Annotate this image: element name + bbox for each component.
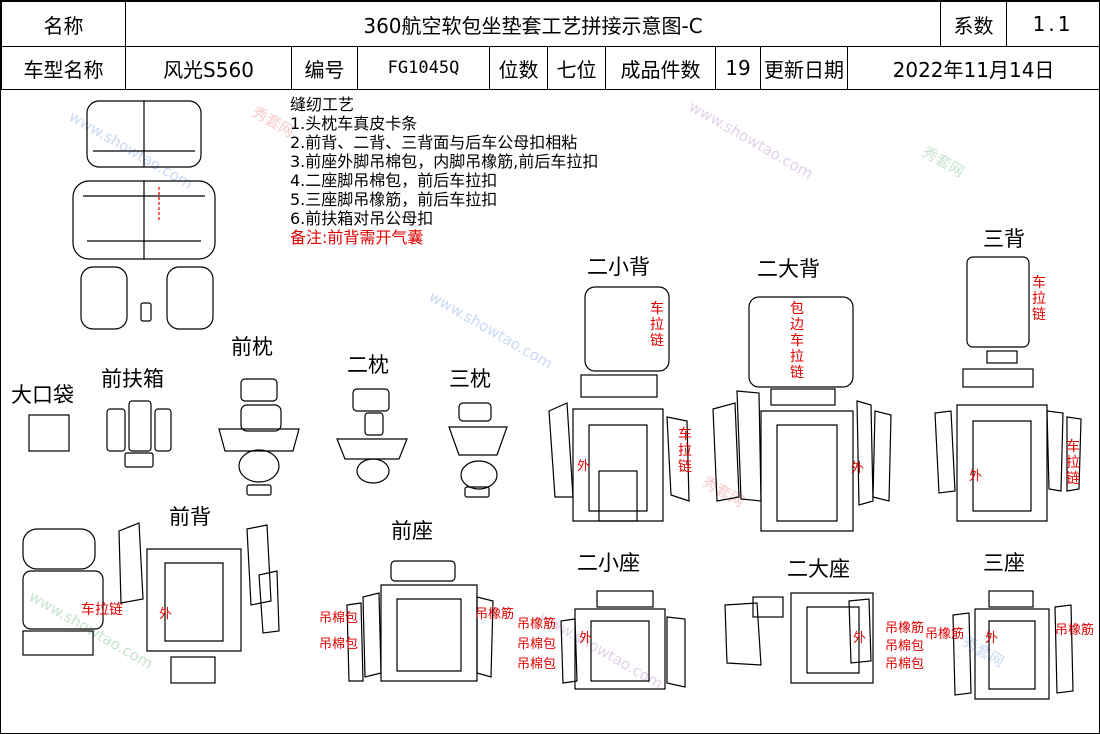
part-label-front-seat: 前座 [391, 519, 433, 543]
pieces-value: 19 [715, 46, 761, 90]
third-back-pieces [934, 256, 1082, 522]
part-label-front-pillow: 前枕 [231, 335, 273, 359]
note-line: 1.头枕车真皮卡条 [290, 114, 418, 133]
annotation-cotton-pack: 吊棉包 [517, 637, 557, 652]
annotation-outer: 外 [579, 631, 593, 646]
annotation-zipper: 车拉链 [678, 427, 692, 475]
annotation-elastic: 吊橡筋 [475, 607, 515, 622]
annotation-zipper: 车拉链 [1032, 275, 1046, 323]
third-pillow-pieces [448, 402, 508, 498]
seats-label: 位数 [489, 46, 548, 90]
part-label-third-seat: 三座 [983, 551, 1025, 575]
title-block: 名称 360航空软包坐垫套工艺拼接示意图-C 系数 1.1 车型名称 风光S56… [1, 1, 1100, 90]
coef-label: 系数 [940, 1, 1008, 47]
part-label-third-pillow: 三枕 [449, 367, 491, 391]
annotation-outer: 外 [969, 469, 983, 484]
annotation-cotton-pack: 吊棉包 [319, 611, 359, 626]
date-label: 更新日期 [760, 46, 848, 90]
part-label-front-back: 前背 [169, 505, 211, 529]
front-pillow-pieces [218, 378, 300, 496]
annotation-cotton-pack: 吊棉包 [885, 639, 925, 654]
document-title: 360航空软包坐垫套工艺拼接示意图-C [124, 1, 942, 47]
note-line: 6.前扶箱对吊公母扣 [290, 209, 434, 228]
annotation-outer: 外 [853, 631, 867, 646]
annotation-outer: 外 [577, 459, 591, 474]
second-big-seat-pieces [724, 592, 874, 684]
front-seats-preview [80, 266, 214, 330]
second-small-seat-pieces [560, 590, 686, 690]
front-back-pieces [22, 522, 280, 684]
pieces-label: 成品件数 [605, 46, 716, 90]
remark: 备注:前背需开气囊 [290, 228, 424, 247]
part-label-second-small-seat: 二小座 [577, 551, 640, 575]
annotation-zipper: 车拉链 [650, 301, 664, 349]
annotation-cotton-pack: 吊棉包 [885, 657, 925, 672]
rear-bench-back-preview [86, 100, 202, 168]
sewing-notes: 缝纫工艺 1.头枕车真皮卡条 2.前背、二背、三背面与后车公母扣相粘 3.前座外… [290, 95, 598, 247]
part-label-big-pocket: 大口袋 [11, 383, 74, 407]
part-label-second-pillow: 二枕 [347, 353, 389, 377]
date-value: 2022年11月14日 [846, 46, 1100, 90]
part-label-front-armrest: 前扶箱 [101, 367, 164, 391]
part-label-second-big-back: 二大背 [757, 257, 820, 281]
annotation-zipper: 车拉链 [81, 602, 123, 618]
annotation-outer: 外 [159, 607, 173, 622]
note-line: 5.三座脚吊橡筋，前后车拉扣 [290, 190, 498, 209]
annotation-elastic: 吊橡筋 [1055, 623, 1095, 638]
annotation-elastic: 吊橡筋 [925, 627, 965, 642]
annotation-zipper: 车拉链 [1066, 439, 1080, 487]
part-label-third-back: 三背 [983, 227, 1025, 251]
annotation-outer: 外 [851, 461, 865, 476]
middle-bench-preview [72, 180, 216, 260]
note-line: 2.前背、二背、三背面与后车公母扣相粘 [290, 133, 578, 152]
big-pocket-piece [28, 414, 70, 452]
front-armrest-pieces [106, 400, 172, 468]
second-pillow-pieces [336, 388, 408, 484]
code-value: FG1045Q [357, 46, 490, 90]
second-big-back-pieces [712, 296, 892, 532]
annotation-cotton-pack: 吊棉包 [517, 657, 557, 672]
model-value: 风光S560 [125, 46, 292, 90]
note-line: 3.前座外脚吊棉包，内脚吊橡筋,前后车拉扣 [290, 152, 599, 171]
front-seat-pieces [346, 560, 494, 682]
name-label: 名称 [1, 1, 126, 47]
annotation-elastic: 吊橡筋 [885, 621, 925, 636]
second-small-back-pieces [548, 286, 690, 522]
model-label: 车型名称 [1, 46, 126, 90]
note-line: 4.二座脚吊棉包，前后车拉扣 [290, 171, 498, 190]
part-label-second-big-seat: 二大座 [787, 557, 850, 581]
annotation-outer: 外 [985, 631, 999, 646]
notes-title: 缝纫工艺 [290, 95, 355, 114]
code-label: 编号 [291, 46, 358, 90]
seats-value: 七位 [547, 46, 606, 90]
annotation-cotton-pack: 吊棉包 [319, 637, 359, 652]
annotation-edge-zipper: 包边车拉链 [790, 301, 804, 381]
third-seat-pieces [952, 590, 1074, 700]
part-label-second-small-back: 二小背 [587, 255, 650, 279]
annotation-elastic: 吊橡筋 [517, 617, 557, 632]
